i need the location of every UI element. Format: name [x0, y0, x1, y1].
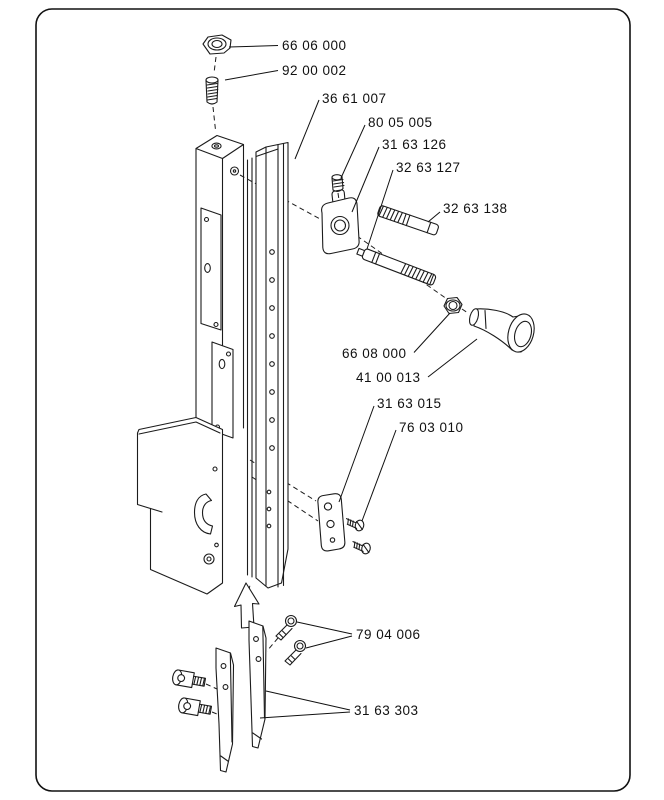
leader-lines — [224, 45, 478, 719]
part-hex-nut-top — [202, 34, 232, 55]
part-label-32-63-127: 32 63 127 — [396, 160, 461, 175]
insertion-arrow-icon — [233, 582, 260, 629]
part-label-79-04-006: 79 04 006 — [356, 627, 421, 642]
part-set-screw — [331, 174, 345, 192]
part-socket-screws-right — [275, 614, 307, 666]
part-clamp-block — [321, 189, 360, 255]
part-label-76-03-010: 76 03 010 — [399, 420, 464, 435]
part-label-66-06-000: 66 06 000 — [282, 38, 347, 53]
part-label-31-63-126: 31 63 126 — [382, 137, 447, 152]
part-label-32-63-138: 32 63 138 — [443, 201, 508, 216]
part-threaded-stud — [205, 76, 219, 105]
part-label-41-00-013: 41 00 013 — [356, 370, 421, 385]
page-border — [35, 8, 631, 792]
part-label-31-63-303: 31 63 303 — [354, 703, 419, 718]
part-labels: 66 06 000 92 00 002 36 61 007 80 05 005 … — [282, 38, 508, 718]
part-blades — [215, 620, 267, 773]
part-label-80-05-005: 80 05 005 — [368, 115, 433, 130]
part-pin-lower — [356, 247, 437, 286]
part-label-36-61-007: 36 61 007 — [322, 91, 387, 106]
part-guide-block — [317, 493, 346, 552]
part-label-31-63-015: 31 63 015 — [377, 396, 442, 411]
part-label-66-08-000: 66 08 000 — [342, 346, 407, 361]
part-label-92-00-002: 92 00 002 — [282, 63, 347, 78]
part-flat-screws — [345, 518, 371, 555]
part-knob — [468, 308, 535, 353]
part-socket-screws-left — [172, 669, 213, 717]
part-pin-upper — [377, 205, 439, 236]
part-column-rail — [136, 134, 289, 595]
